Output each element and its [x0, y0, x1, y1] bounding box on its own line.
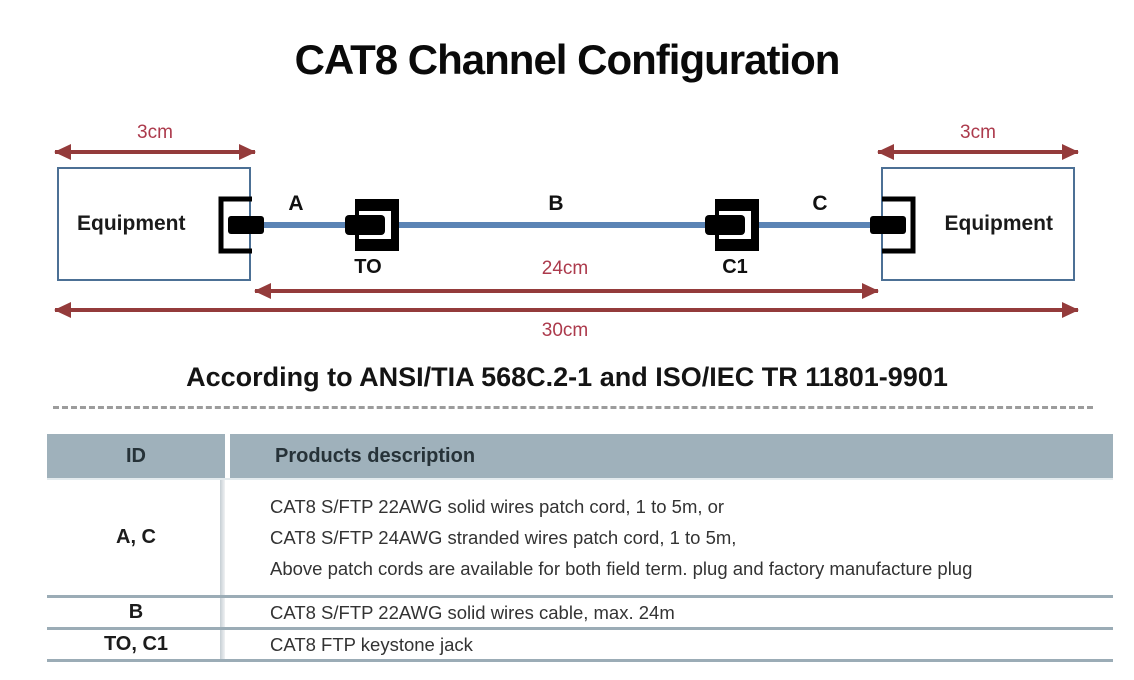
page-title: CAT8 Channel Configuration	[294, 36, 841, 83]
table-row-b: B CAT8 S/FTP 22AWG solid wires cable, ma…	[47, 598, 1113, 630]
standards-note: According to ANSI/TIA 568C.2-1 and ISO/I…	[186, 362, 948, 392]
row-description-cell: CAT8 FTP keystone jack	[225, 630, 1113, 659]
equipment-port-icon-left	[218, 196, 264, 254]
table-row-ac: A, C CAT8 S/FTP 22AWG solid wires patch …	[47, 478, 1113, 598]
table-row-to-c1: TO, C1 CAT8 FTP keystone jack	[47, 630, 1113, 662]
description-line: CAT8 FTP keystone jack	[270, 634, 473, 655]
dashed-divider	[53, 406, 1093, 409]
table-header-row: ID Products description	[47, 434, 1113, 478]
description-line: CAT8 S/FTP 24AWG stranded wires patch co…	[270, 527, 737, 548]
products-table: ID Products description A, C CAT8 S/FTP …	[47, 434, 1113, 662]
row-id-cell: TO, C1	[47, 630, 225, 659]
row-description-cell: CAT8 S/FTP 22AWG solid wires cable, max.…	[225, 598, 1113, 627]
table-header-description: Products description	[230, 434, 1113, 478]
dimension-arrow-right-3cm	[877, 144, 1079, 160]
connector-to-label: TO	[354, 256, 382, 278]
equipment-port-icon-right	[870, 196, 916, 254]
cable-segment-b	[396, 222, 718, 228]
segment-a-label: A	[288, 192, 304, 215]
segment-c-label: C	[812, 192, 828, 215]
table-header-id: ID	[47, 434, 225, 478]
segment-b-label: B	[548, 192, 564, 215]
connector-c1-label: C1	[722, 256, 748, 278]
dim-label-30cm: 30cm	[541, 320, 589, 341]
row-description-cell: CAT8 S/FTP 22AWG solid wires patch cord,…	[225, 480, 1113, 595]
dimension-arrow-30cm	[54, 302, 1079, 318]
dim-label-right-3cm: 3cm	[960, 122, 996, 143]
equipment-left-label: Equipment	[77, 212, 186, 235]
cable-segment-a	[251, 222, 361, 228]
dim-label-left-3cm: 3cm	[137, 122, 173, 143]
keystone-jack-icon-c1	[705, 199, 759, 251]
description-line: Above patch cords are available for both…	[270, 558, 973, 579]
equipment-right-label: Equipment	[944, 212, 1054, 235]
dimension-arrow-24cm	[254, 283, 879, 299]
description-line: CAT8 S/FTP 22AWG solid wires cable, max.…	[270, 602, 675, 623]
cable-segment-c	[756, 222, 882, 228]
row-id-cell: A, C	[47, 480, 225, 595]
description-line: CAT8 S/FTP 22AWG solid wires patch cord,…	[270, 496, 725, 517]
keystone-jack-icon-to	[345, 199, 399, 251]
dim-label-24cm: 24cm	[541, 258, 589, 279]
equipment-box-left: Equipment	[57, 167, 251, 281]
row-id-cell: B	[47, 598, 225, 627]
dimension-arrow-left-3cm	[54, 144, 256, 160]
